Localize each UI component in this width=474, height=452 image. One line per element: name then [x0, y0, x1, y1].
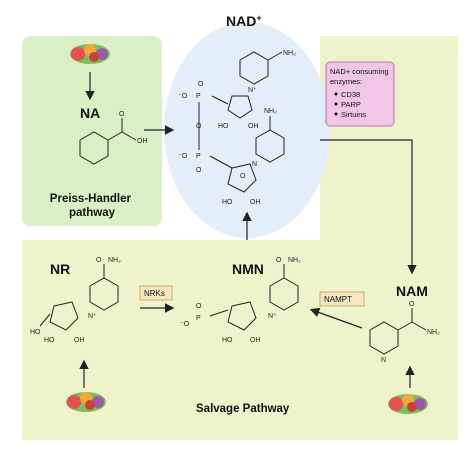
nmn-label: NMN	[232, 261, 264, 277]
nrks-label: NRKs	[144, 289, 165, 298]
preiss-handler-label: Preiss-Handler pathway	[50, 193, 134, 219]
nam-structure: O NH₂ N	[369, 301, 440, 364]
svg-text:O: O	[196, 167, 202, 174]
svg-text:OH: OH	[250, 199, 261, 206]
svg-text:⁻O: ⁻O	[178, 153, 188, 160]
svg-text:HO: HO	[44, 337, 55, 344]
preiss-handler-panel	[22, 36, 162, 226]
nampt-label: NAMPT	[324, 295, 352, 304]
enzymes-box-list: CD38 PARP Sirtuins	[334, 90, 366, 119]
svg-text:NH₂: NH₂	[288, 257, 301, 264]
food-icon	[70, 44, 110, 64]
svg-text:N⁺: N⁺	[88, 313, 97, 320]
food-icon	[66, 392, 106, 412]
nr-label: NR	[50, 261, 70, 277]
svg-text:HO: HO	[222, 199, 233, 206]
svg-text:O: O	[196, 123, 202, 130]
nrks-enzyme-tag	[139, 285, 173, 301]
svg-text:N: N	[381, 357, 386, 364]
na-label: NA	[80, 105, 100, 121]
nmn-structure: NH₂ O N⁺ HO OH P ⁻O O	[180, 257, 301, 344]
svg-text:P: P	[196, 93, 201, 100]
svg-text:OH: OH	[250, 337, 261, 344]
nad-consuming-enzymes-box	[325, 61, 395, 127]
svg-text:⁻O: ⁻O	[180, 321, 190, 328]
svg-text:PARP: PARP	[341, 100, 361, 109]
svg-text:O: O	[409, 301, 415, 308]
svg-text:HO: HO	[30, 329, 41, 336]
svg-text:O: O	[198, 81, 204, 88]
na-structure: O OH	[79, 111, 148, 165]
salvage-pathway-label: Salvage Pathway	[196, 403, 290, 415]
nam-label: NAM	[396, 283, 428, 299]
food-icon	[388, 394, 428, 414]
svg-text:HO: HO	[222, 337, 233, 344]
svg-text:N⁺: N⁺	[248, 87, 257, 94]
svg-text:O: O	[240, 173, 246, 180]
svg-text:CD38: CD38	[341, 90, 360, 99]
svg-text:NH₂: NH₂	[108, 257, 121, 264]
svg-text:P: P	[196, 315, 201, 322]
svg-text:OH: OH	[74, 337, 85, 344]
svg-text:NH₂: NH₂	[264, 108, 277, 115]
svg-text:O: O	[276, 257, 282, 264]
svg-text:OH: OH	[248, 123, 259, 130]
svg-text:⁻O: ⁻O	[178, 93, 188, 100]
svg-text:O: O	[96, 257, 102, 264]
nad-molecule-background	[164, 22, 330, 238]
salvage-panel	[22, 36, 458, 440]
nad-structure: NH₂ N⁺ HO OH P ⁻O O O P ⁻O O HO OH NH₂ N…	[178, 50, 296, 206]
enzymes-box-heading: NAD+ consuming enzymes:	[330, 67, 391, 86]
nad-title: NAD+	[226, 13, 262, 29]
svg-text:P: P	[196, 153, 201, 160]
nampt-enzyme-tag	[319, 291, 365, 307]
svg-text:N⁺: N⁺	[268, 313, 277, 320]
svg-text:N: N	[252, 161, 257, 168]
svg-text:NH₂: NH₂	[283, 50, 296, 57]
svg-text:O: O	[119, 111, 125, 118]
svg-text:HO: HO	[218, 123, 229, 130]
svg-text:OH: OH	[137, 138, 148, 145]
svg-text:Sirtuins: Sirtuins	[341, 110, 366, 119]
svg-text:O: O	[196, 303, 202, 310]
svg-text:NH₂: NH₂	[427, 329, 440, 336]
nr-structure: NH₂ O N⁺ HO HO OH	[30, 257, 121, 344]
